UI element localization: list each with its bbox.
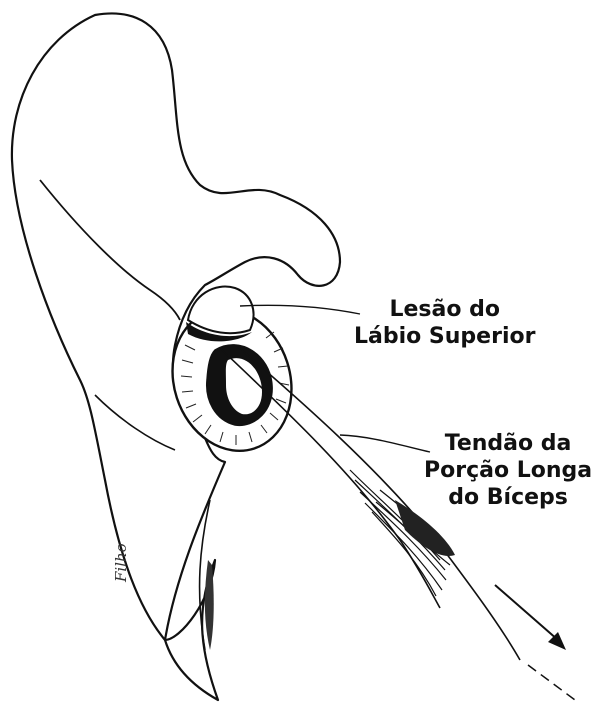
leader-line-labrum — [240, 305, 360, 314]
tendon-dashed-line — [528, 665, 575, 700]
label-labrum-lesion: Lesão do Lábio Superior — [354, 296, 535, 350]
scapula-shading — [205, 560, 214, 650]
label-biceps-tendon: Tendão da Porção Longa do Bíceps — [424, 430, 592, 511]
artist-signature: Filho — [112, 543, 130, 582]
traction-arrow-line — [495, 585, 558, 640]
leader-line-tendon — [340, 435, 430, 452]
